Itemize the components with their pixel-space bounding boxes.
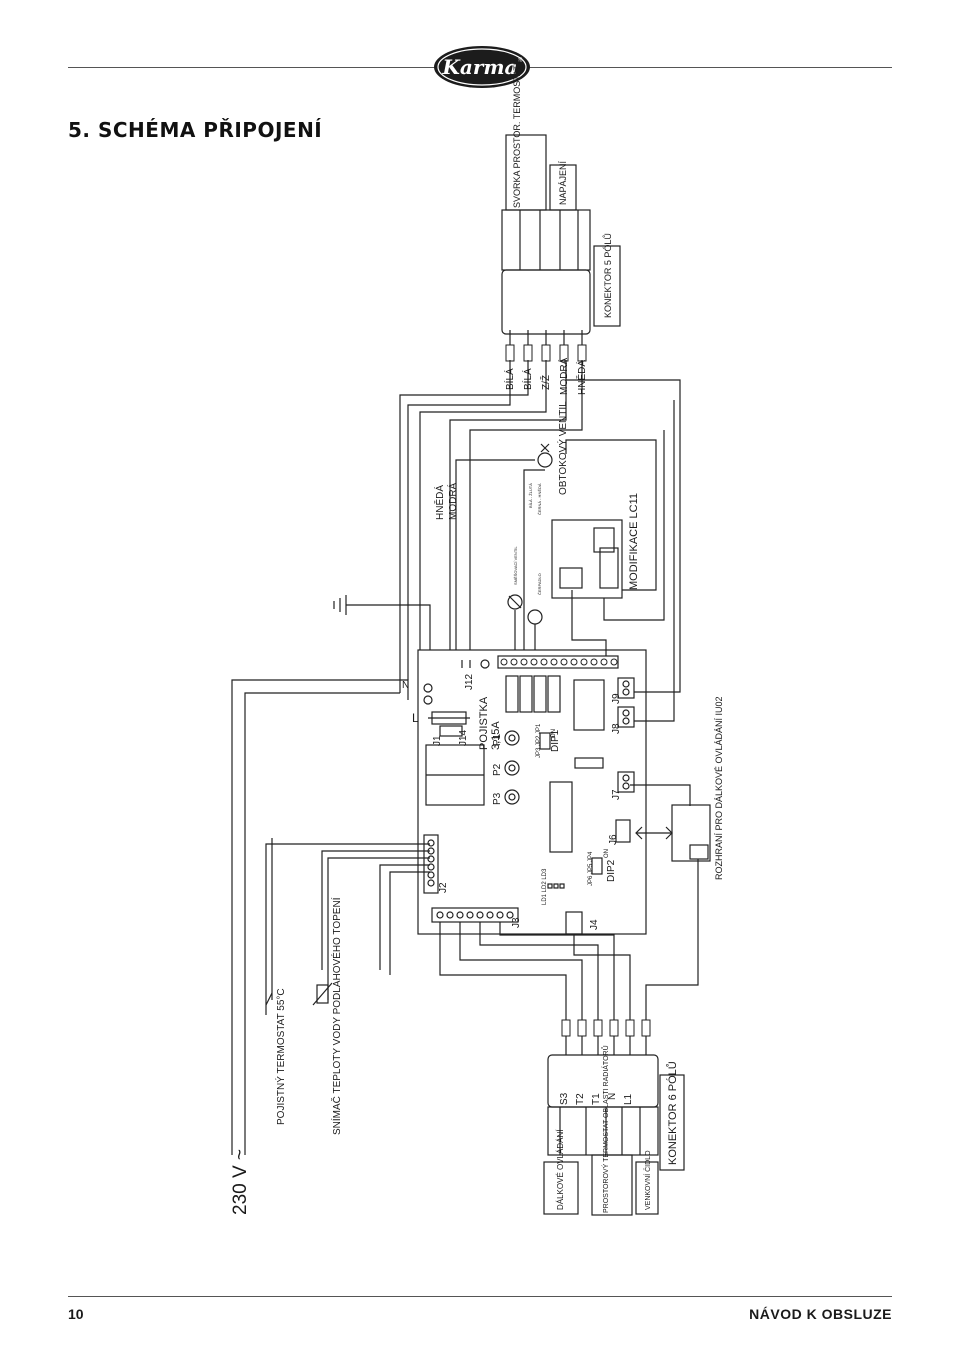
power-label: NAPÁJENÍ: [558, 160, 568, 205]
dip2: DIP2: [606, 859, 617, 882]
pin-s3: S3: [559, 1092, 570, 1105]
supply-label: 230 V ~: [230, 1149, 251, 1215]
connector-j7: J7: [611, 789, 622, 800]
connector5-title: KONEKTOR 5 PÓLŮ: [602, 233, 613, 318]
page-number: 10: [68, 1306, 84, 1322]
connector-j8: J8: [611, 723, 622, 734]
leds: LD1 LD2 LD3: [542, 868, 548, 905]
connector-j9: J9: [611, 693, 622, 704]
wire5-blue: MODRÁ: [557, 357, 570, 395]
pin-t2: T2: [575, 1093, 586, 1105]
footer-title: NÁVOD K OBSLUZE: [749, 1306, 892, 1322]
registered-mark: ®: [518, 57, 523, 64]
pot-p1: P1: [492, 733, 503, 746]
room-thermostat-label: PROSTOROVÝ TERMOSTAT OBLASTI RADIÁTORŮ: [601, 1045, 610, 1213]
floor-sensor-label: SNÍMAČ TEPLOTY VODY PODLAHOVÉHO TOPENÍ: [330, 897, 343, 1135]
wire5-white-2: BÍLÁ: [521, 368, 534, 390]
line-label-n: N: [402, 680, 409, 691]
dip1: DIP1: [550, 729, 561, 752]
wires-b-label: ČERNÁ - HNĚDÁ: [537, 483, 542, 515]
wire5-white-1: BÍLÁ: [503, 368, 516, 390]
connector-j6: J6: [608, 834, 619, 845]
bypass-valve-label: OBTOKOVÝ VENTIL: [556, 401, 569, 495]
pin-l1: L1: [623, 1093, 634, 1105]
wire5-brown: HNĚDÁ: [575, 360, 588, 395]
connector-j1: J1: [432, 735, 443, 746]
dip2-on: ON: [604, 849, 610, 858]
connector-j12: J12: [464, 673, 475, 690]
remote-interface-label: ROZHRANÍ PRO DÁLKOVÉ OVLÁDÁNÍ IU02: [714, 696, 724, 880]
connector-j14: J14: [458, 729, 469, 746]
wire-blue-label: MODRÁ: [446, 482, 459, 520]
logo-text: Karma: [442, 55, 518, 79]
outdoor-sensor-label: VENKOVNÍ ČIDLO: [643, 1150, 652, 1210]
pin-t1: T1: [591, 1093, 602, 1105]
remote-control-label: DÁLKOVÉ OVLÁDÁNÍ: [556, 1129, 565, 1210]
connector6-title: KONEKTOR 6 PÓLŮ: [666, 1061, 679, 1165]
jumpers-2: JP6 JP5 JP4: [588, 851, 594, 886]
pot-p2: P2: [492, 763, 503, 776]
pin-n: N: [607, 1093, 618, 1100]
wire-brown-label: HNĚDÁ: [433, 485, 446, 520]
modification-label: MODIFIKACE LC11: [628, 493, 640, 590]
mix-valve-label: SMĚŠOVACÍ VENTIL: [513, 546, 518, 585]
wires-a-label: BÍLÁ - ŽLUTÁ: [528, 483, 533, 508]
wire5-green-yellow: Z/Ž: [539, 375, 552, 390]
fuse-value: 3,15A: [490, 721, 502, 750]
line-label-l: L: [412, 711, 419, 725]
connector-j3: J3: [511, 917, 522, 928]
connector-j2: J2: [438, 882, 449, 893]
fuse-label: POJISTKA: [478, 696, 490, 750]
connector-j4: J4: [589, 919, 600, 930]
pot-p3: P3: [492, 792, 503, 805]
footer-rule: [68, 1296, 892, 1297]
dip1-on: ON: [551, 729, 557, 738]
thermostat-terminal-label: SVORKA PROSTOR. TERMOSTATU: [512, 59, 522, 208]
pump-label: ČERPADLO: [537, 573, 542, 595]
page-title: 5. SCHÉMA PŘIPOJENÍ: [68, 118, 323, 142]
jumpers-1: JP3 JP2 JP1: [536, 723, 542, 758]
karma-logo: Karma ®: [434, 46, 530, 88]
safety-thermostat-label: POJISTNÝ TERMOSTAT 55°C: [274, 988, 287, 1125]
